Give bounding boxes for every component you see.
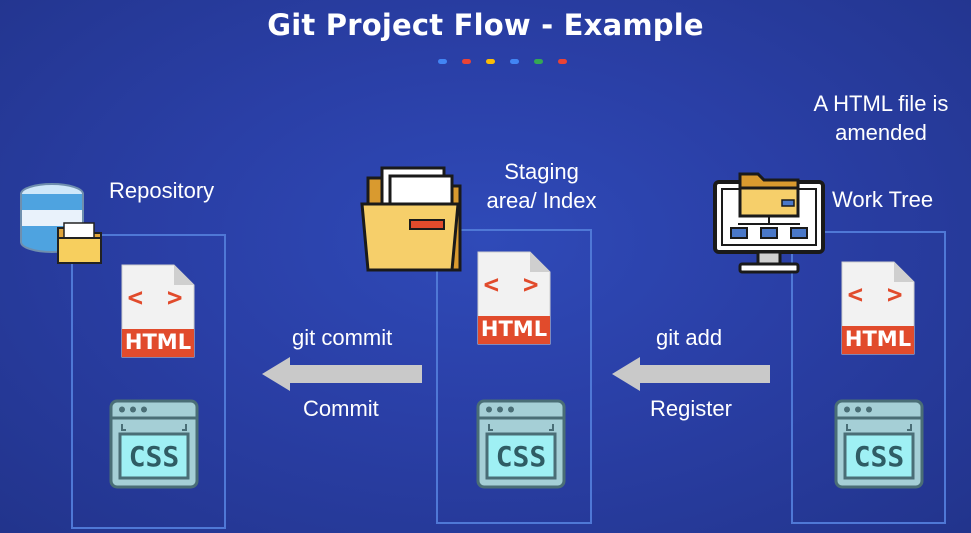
repository-box: [71, 234, 226, 529]
accent-dot: [510, 59, 519, 64]
git-commit-command: git commit: [292, 325, 393, 350]
accent-dot: [462, 59, 471, 64]
html-file-icon: < > HTML: [476, 250, 552, 346]
accent-dot: [486, 59, 495, 64]
css-badge: CSS: [128, 440, 180, 473]
html-badge: HTML: [480, 317, 548, 341]
css-file-icon: CSS: [475, 398, 567, 490]
html-badge: HTML: [124, 330, 192, 354]
css-badge: CSS: [853, 440, 905, 473]
html-file-icon: < > HTML: [120, 263, 196, 359]
git-add-command: git add: [656, 325, 723, 350]
code-brackets-glyph: < >: [847, 280, 907, 310]
staging-label: Staging area/ Index: [474, 157, 609, 215]
css-file-icon: CSS: [108, 398, 200, 490]
folder-icon: [358, 164, 470, 276]
amended-note-line2: amended: [835, 120, 927, 145]
accent-dot: [558, 59, 567, 64]
database-icon: [18, 180, 108, 270]
code-brackets-glyph: < >: [127, 283, 187, 313]
arrow-left-icon: [612, 357, 772, 391]
commit-action: Commit: [303, 396, 379, 421]
work-tree-box: [791, 231, 946, 524]
monitor-folder-icon: [712, 166, 826, 276]
register-action: Register: [650, 396, 732, 421]
staging-label-line1: Staging: [504, 159, 579, 184]
accent-dot: [438, 59, 447, 64]
amended-note-line1: A HTML file is: [813, 91, 949, 116]
accent-dots: [438, 59, 567, 64]
arrow-left-icon: [262, 357, 424, 391]
code-brackets-glyph: < >: [483, 270, 543, 300]
page-title: Git Project Flow - Example: [267, 8, 704, 42]
html-badge: HTML: [844, 327, 912, 351]
css-file-icon: CSS: [833, 398, 925, 490]
staging-label-line2: area/ Index: [486, 188, 597, 213]
amended-note: A HTML file is amended: [796, 89, 966, 147]
work-tree-label: Work Tree: [832, 187, 934, 212]
staging-box: [436, 229, 592, 524]
accent-dot: [534, 59, 543, 64]
css-badge: CSS: [495, 440, 547, 473]
repository-label: Repository: [109, 178, 215, 203]
html-file-icon: < > HTML: [840, 260, 916, 356]
